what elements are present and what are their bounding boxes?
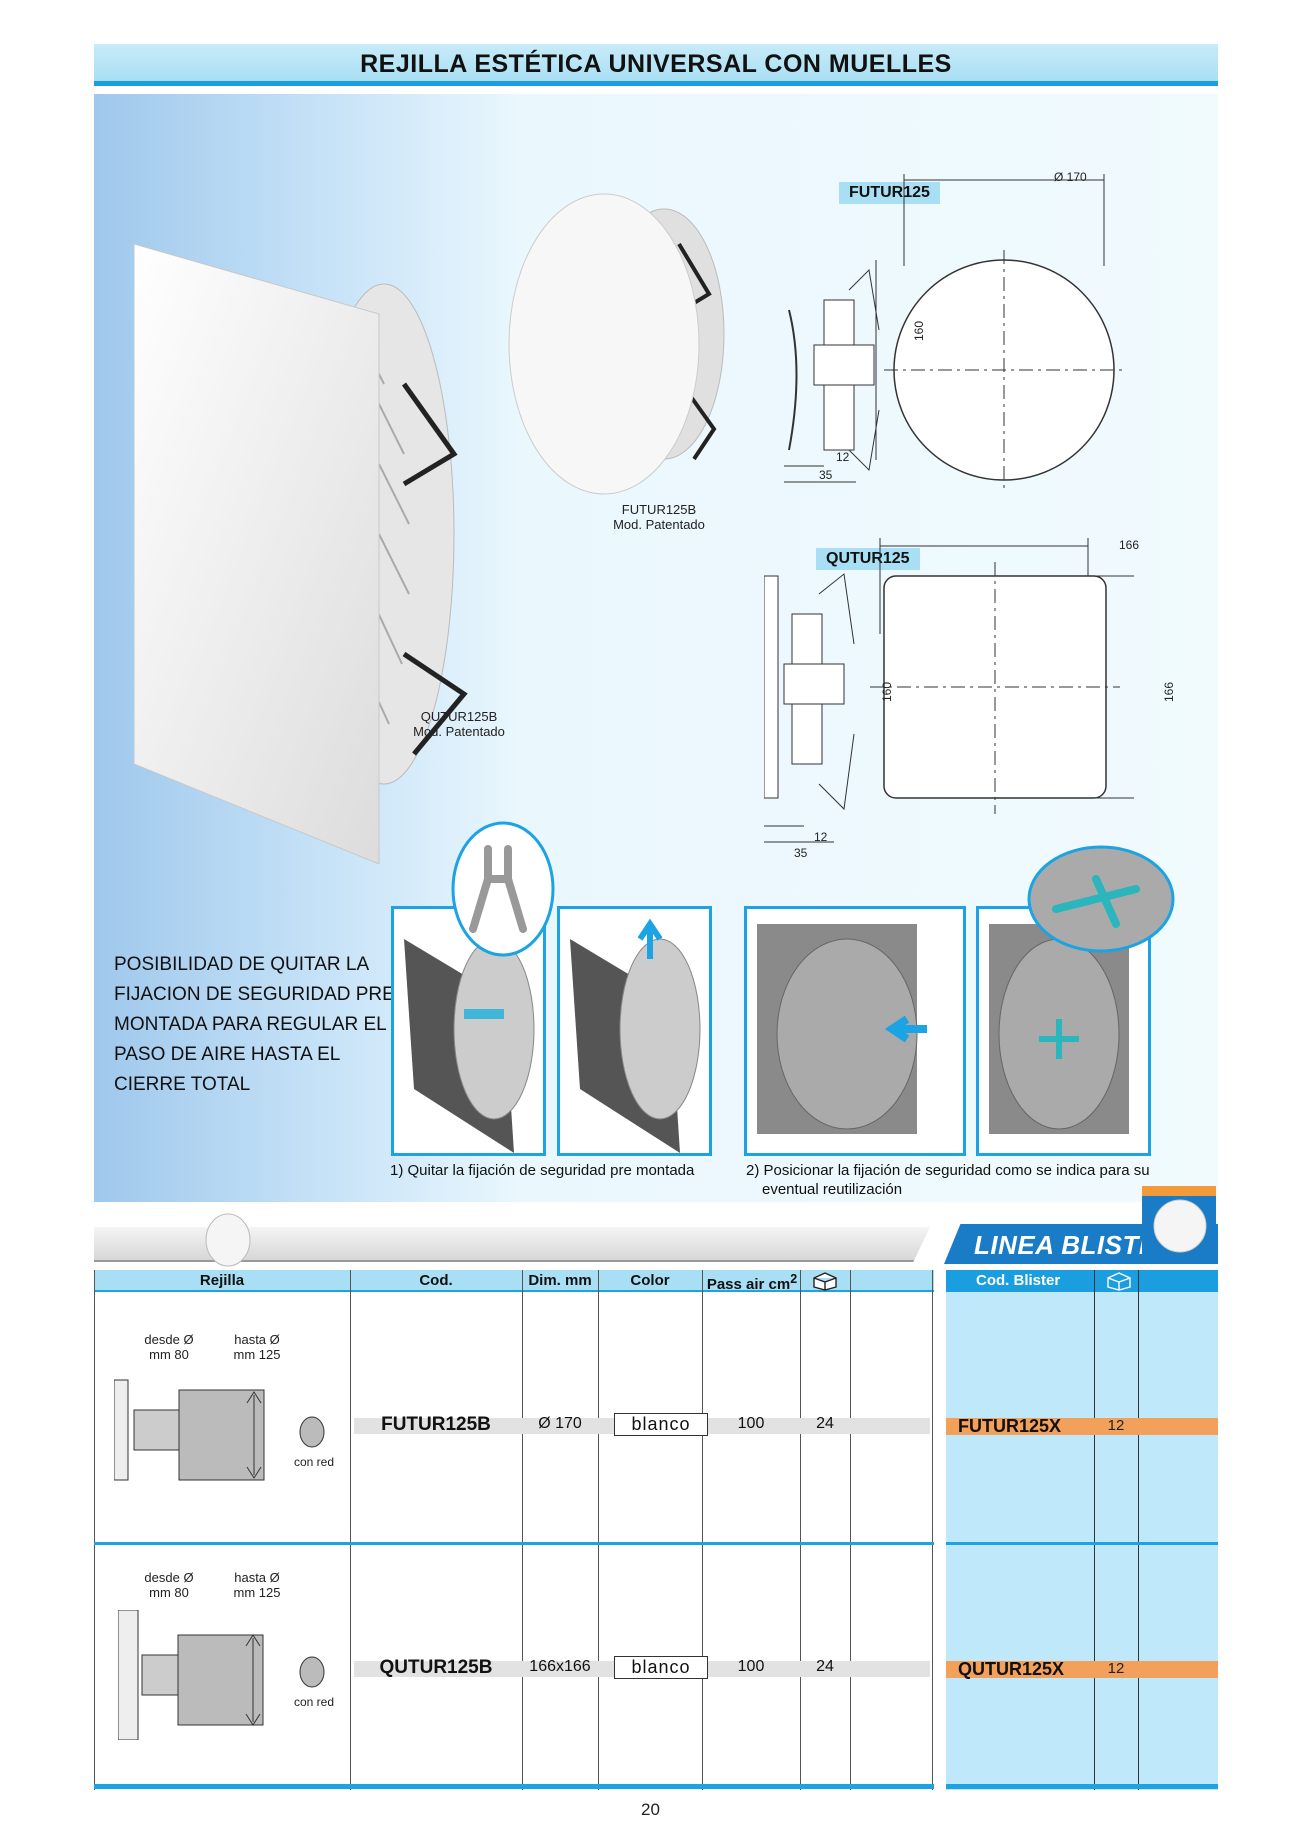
blister-table-header: Cod. Blister — [946, 1270, 1218, 1292]
row1-installation-diagram — [114, 1379, 265, 1481]
row1-dim: Ø 170 — [538, 1415, 582, 1432]
page-title-bar: REJILLA ESTÉTICA UNIVERSAL CON MUELLES — [94, 44, 1218, 86]
step2-image-a — [744, 906, 966, 1156]
drawing-round-depth-a: 12 — [836, 450, 850, 464]
drawing-round-height: 160 — [912, 320, 927, 342]
row2-mesh-icon — [299, 1656, 325, 1688]
step2-caption-line2: eventual reutilización — [762, 1181, 903, 1198]
row1-desde: desde Ø mm 80 — [144, 1332, 194, 1362]
blister-box-icon — [1107, 1272, 1131, 1291]
header-dim: Dim. mm — [528, 1272, 592, 1289]
round-grille-caption: FUTUR125B Mod. Patentado — [613, 502, 705, 532]
row2-code: QUTUR125B — [379, 1657, 493, 1678]
product-table: Rejilla Cod. Dim. mm Color Pass air cm2 … — [94, 1270, 934, 1790]
step1-image-b — [557, 906, 712, 1156]
blister-row2-qty: 12 — [1107, 1660, 1125, 1677]
blister-banner-label: LINEA BLISTER — [974, 1230, 1176, 1260]
blister-table: Cod. Blister FUTUR125X 12 QUTUR125X 12 — [946, 1270, 1218, 1790]
hero-section: QUTUR125B Mod. Patentado FUTUR125B Mod. … — [94, 94, 1218, 1202]
drawing-round-code: FUTUR125 — [839, 182, 940, 204]
header-pass-air: Pass air cm2 — [706, 1272, 798, 1293]
step2-caption-line1: 2) Posicionar la fijación de seguridad c… — [746, 1162, 1150, 1179]
drawing-square-depth-a: 12 — [814, 830, 828, 844]
drawing-square-height-a: 160 — [880, 681, 895, 703]
blister-row2-code: QUTUR125X — [958, 1659, 1065, 1679]
row2-pass-air: 100 — [737, 1658, 765, 1675]
step1-zoom-callout — [451, 821, 555, 957]
step1-caption: 1) Quitar la fijación de seguridad pre m… — [390, 1162, 695, 1179]
row2-con-red: con red — [293, 1695, 335, 1709]
row2-installation-diagram — [118, 1610, 264, 1740]
row1-con-red: con red — [293, 1455, 335, 1469]
blister-header-code: Cod. Blister — [976, 1272, 1061, 1289]
blister-row1-qty: 12 — [1107, 1417, 1125, 1434]
row1-code: FUTUR125B — [381, 1414, 491, 1435]
step2-image-b — [976, 906, 1151, 1156]
row2-desde: desde Ø mm 80 — [144, 1570, 194, 1600]
row1-mesh-icon — [299, 1416, 325, 1448]
round-grille-image — [508, 193, 725, 495]
header-rejilla: Rejilla — [199, 1272, 245, 1289]
drawing-round-diameter: Ø 170 — [1054, 170, 1087, 184]
row1-hasta: hasta Ø mm 125 — [233, 1332, 281, 1362]
drawing-square — [764, 538, 1134, 843]
drawing-round — [784, 174, 1124, 490]
header-cod: Cod. — [419, 1272, 453, 1289]
square-grille-caption: QUTUR125B Mod. Patentado — [413, 709, 505, 739]
drawing-square-height-b: 166 — [1162, 681, 1177, 703]
removal-note: POSIBILIDAD DE QUITAR LA FIJACION DE SEG… — [114, 954, 395, 1095]
page-title: REJILLA ESTÉTICA UNIVERSAL CON MUELLES — [360, 50, 952, 78]
page-number: 20 — [641, 1800, 660, 1819]
drawing-round-depth-b: 35 — [819, 468, 833, 482]
row1-box-qty: 24 — [816, 1415, 834, 1432]
divider-grille-icon — [205, 1213, 251, 1267]
header-color: Color — [630, 1272, 670, 1289]
blister-pack-image — [1142, 1186, 1216, 1256]
drawing-square-code: QUTUR125 — [816, 548, 920, 570]
step2-zoom-callout — [1027, 845, 1175, 953]
row1-color: blanco — [614, 1413, 708, 1436]
drawing-square-width: 166 — [1119, 538, 1140, 552]
drawing-square-depth-b: 35 — [794, 846, 808, 860]
row1-pass-air: 100 — [737, 1415, 765, 1432]
square-grille-image — [134, 243, 468, 864]
row2-color: blanco — [614, 1656, 708, 1679]
row2-box-qty: 24 — [816, 1658, 834, 1675]
row2-hasta: hasta Ø mm 125 — [233, 1570, 281, 1600]
blister-row1-code: FUTUR125X — [958, 1416, 1062, 1436]
box-icon — [813, 1272, 837, 1291]
table-header: Rejilla Cod. Dim. mm Color Pass air cm2 — [94, 1270, 934, 1293]
row2-dim: 166x166 — [529, 1658, 591, 1675]
